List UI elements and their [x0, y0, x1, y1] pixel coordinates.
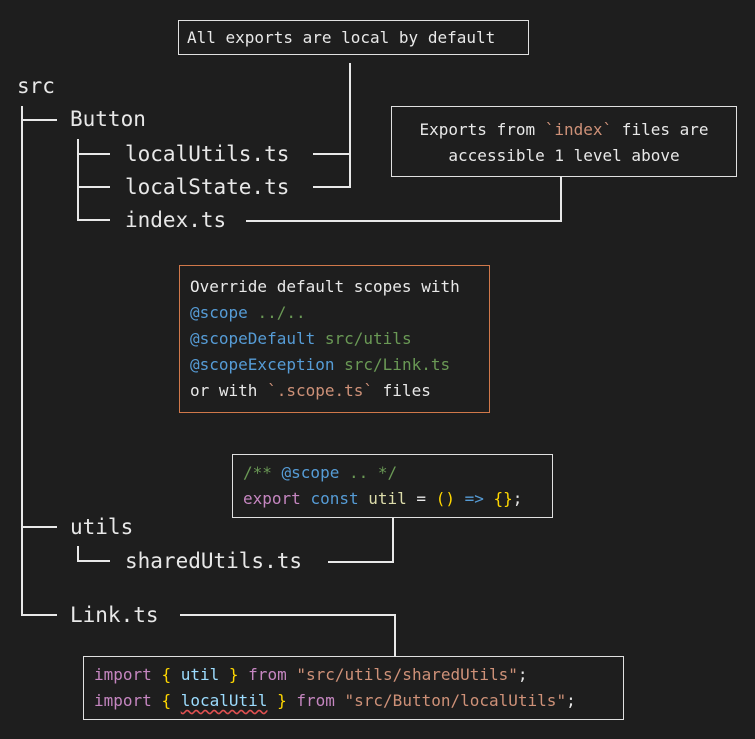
- code-comment-line: /** @scope .. */: [243, 463, 398, 482]
- callout-index-line2: accessible 1 level above: [448, 146, 680, 165]
- file-index: index.ts: [125, 208, 227, 232]
- imports-callout-connector-vertical: [394, 614, 396, 656]
- callout-scope-code: /** @scope .. */ export const util = () …: [232, 454, 553, 518]
- local-callout-connector-vertical: [349, 63, 351, 188]
- button-subtree-line: [77, 139, 79, 221]
- folder-utils: utils: [70, 515, 134, 539]
- file-link: Link.ts: [70, 603, 159, 627]
- import-line-shared-utils: import { util } from "src/utils/sharedUt…: [94, 665, 528, 684]
- file-shared-utils: sharedUtils.ts: [125, 549, 303, 573]
- folder-button: Button: [70, 107, 146, 131]
- branch-local-state-line: [77, 186, 110, 188]
- tree-trunk-line: [21, 106, 23, 616]
- index-code-literal: `index`: [544, 120, 613, 139]
- override-scope-line: @scope ../..: [190, 303, 306, 322]
- file-local-state: localState.ts: [125, 175, 290, 199]
- utils-subtree-line: [77, 546, 79, 562]
- local-util-error-identifier: localUtil: [180, 691, 268, 710]
- branch-utils-line: [21, 526, 57, 528]
- override-scope-file-line: or with `.scope.ts` files: [190, 381, 431, 400]
- tree-root-src: src: [17, 74, 55, 98]
- callout-index-line1: Exports from `index` files are: [419, 120, 709, 139]
- override-scope-default-line: @scopeDefault src/utils: [190, 329, 412, 348]
- callout-local-text: All exports are local by default: [187, 28, 496, 47]
- scope-file-code-literal: `.scope.ts`: [267, 381, 374, 400]
- branch-link-line: [21, 614, 57, 616]
- callout-override-scopes: Override default scopes with @scope ../.…: [179, 265, 490, 413]
- import-line-local-utils: import { localUtil } from "src/Button/lo…: [94, 691, 576, 710]
- branch-button-line: [21, 119, 57, 121]
- override-scope-exception-line: @scopeException src/Link.ts: [190, 355, 451, 374]
- shared-utils-connector: [328, 561, 394, 563]
- branch-shared-utils-line: [77, 560, 110, 562]
- callout-index-files: Exports from `index` files are accessibl…: [391, 106, 737, 177]
- callout-local-by-default: All exports are local by default: [178, 20, 529, 55]
- callout-imports: import { util } from "src/utils/sharedUt…: [83, 656, 624, 720]
- code-export-line: export const util = () => {};: [243, 489, 523, 508]
- index-callout-connector-vertical: [560, 176, 562, 222]
- local-utils-connector: [313, 153, 351, 155]
- override-intro-line: Override default scopes with: [190, 277, 460, 296]
- link-connector: [180, 614, 396, 616]
- index-connector: [246, 220, 562, 222]
- local-state-connector: [313, 186, 351, 188]
- branch-index-line: [77, 219, 110, 221]
- code-callout-connector-vertical: [392, 517, 394, 563]
- file-local-utils: localUtils.ts: [125, 142, 290, 166]
- branch-local-utils-line: [77, 153, 110, 155]
